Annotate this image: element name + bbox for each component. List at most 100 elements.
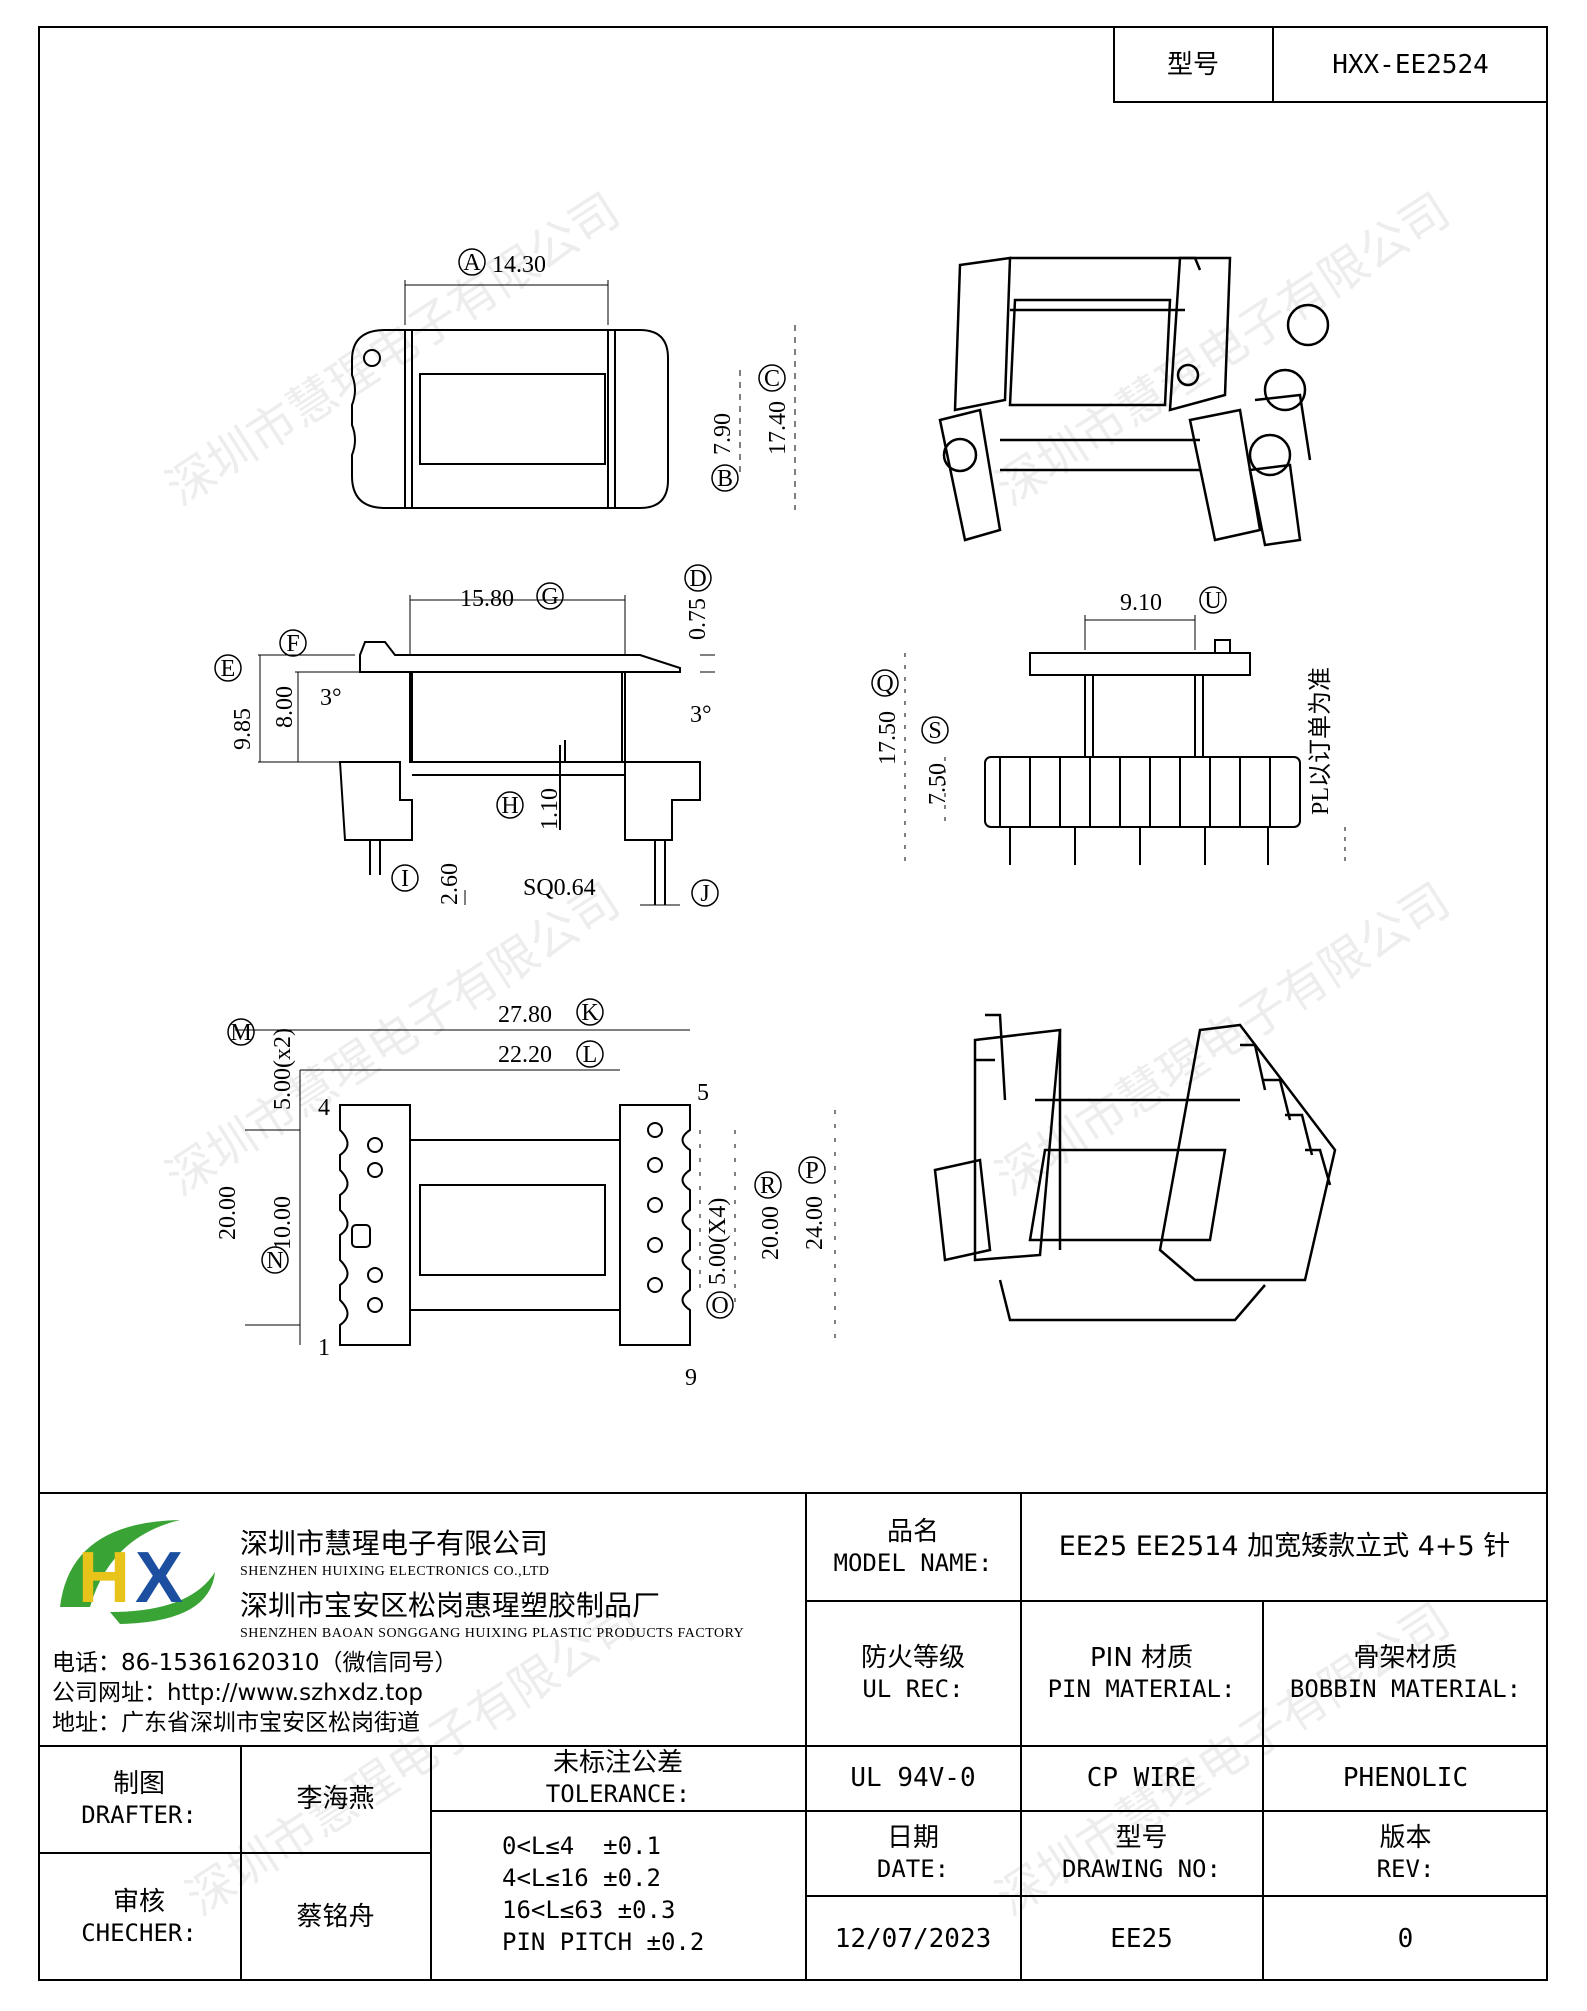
date-cn: 日期 (886, 1823, 939, 1853)
pin-material-value: CP WIRE (1086, 1763, 1197, 1793)
drawing-frame (38, 26, 1548, 1981)
company-name-en: SHENZHEN HUIXING ELECTRONICS CO.,LTD (240, 1564, 550, 1579)
drafter-cn: 制图 (112, 1769, 165, 1799)
grid-h-1600 (805, 1600, 1548, 1602)
model-name-value: EE25 EE2514 加宽矮款立式 4+5 针 (1058, 1530, 1511, 1562)
type-header-box (1113, 26, 1548, 103)
model-name-en: MODEL NAME: (833, 1548, 993, 1577)
tolerance-list: 0<L≤4 ±0.1 4<L≤16 ±0.2 16<L≤63 ±0.3 PIN … (502, 1830, 704, 1958)
type-label: 型号 (1166, 49, 1219, 80)
company-address: 地址：广东省深圳市宝安区松岗街道 (52, 1710, 420, 1736)
drafter-header: 制图 DRAFTER: (38, 1746, 240, 1852)
grid-v-1020 (1020, 1492, 1022, 1981)
tolerance-line: 0<L≤4 ±0.1 (502, 1832, 661, 1860)
company-phone: 电话：86-15361620310（微信同号） (52, 1650, 458, 1676)
end-view-note: PL以订单为准 (1307, 667, 1334, 815)
rev-cn: 版本 (1379, 1823, 1432, 1853)
label-k: K (581, 1000, 599, 1026)
dim-m: 5.00(x2) (270, 1028, 296, 1110)
tolerance-line: PIN PITCH ±0.2 (502, 1928, 705, 1956)
dim-s: 7.50 (925, 763, 951, 805)
type-header-divider (1272, 26, 1274, 103)
tolerance-header: 未标注公差 TOLERANCE: (431, 1746, 805, 1810)
dim-l: 22.20 (498, 1042, 552, 1068)
technical-drawing: A 14.30 7.90 B 17.40 C D 0.75 15.80 G E … (214, 248, 1346, 1391)
label-l: L (583, 1042, 598, 1068)
dim-h: 1.10 (537, 788, 563, 830)
grid-v-430 (430, 1745, 432, 1981)
grid-v-805 (805, 1492, 807, 1981)
dim-p: 24.00 (802, 1196, 828, 1250)
logo-letter-x: X (135, 1538, 183, 1618)
dim-d: 0.75 (685, 598, 711, 640)
label-j: J (700, 881, 709, 907)
date-en: DATE: (876, 1855, 950, 1883)
tolerance-line: 16<L≤63 ±0.3 (502, 1896, 676, 1924)
company-name-cn: 深圳市慧瑆电子有限公司 (240, 1527, 549, 1560)
label-s: S (928, 718, 941, 744)
model-name-header: 品名 MODEL NAME: (806, 1493, 1020, 1600)
dim-a: 14.30 (492, 252, 546, 278)
dim-q: 17.50 (875, 711, 901, 765)
pin-material-en: PIN MATERIAL: (1047, 1675, 1236, 1703)
bobbin-material-header: 骨架材质 BOBBIN MATERIAL: (1263, 1601, 1548, 1745)
grid-v-240 (240, 1745, 242, 1981)
dim-c: 17.40 (765, 401, 791, 455)
date-header: 日期 DATE: (806, 1811, 1020, 1895)
grid-h-1895 (805, 1895, 1548, 1897)
dim-j: SQ0.64 (523, 875, 596, 901)
pin-1: 1 (318, 1335, 330, 1361)
ul-cn: 防火等级 (860, 1643, 965, 1673)
label-m: M (230, 1020, 251, 1046)
factory-name-cn: 深圳市宝安区松岗惠瑆塑胶制品厂 (240, 1589, 661, 1622)
bobbin-material-en: BOBBIN MATERIAL: (1289, 1675, 1522, 1703)
dim-u: 9.10 (1120, 590, 1162, 616)
label-e: E (221, 656, 236, 682)
bottom-view-dims: 27.80 K 22.20 L M 5.00(x2) 20.00 10.00 N… (215, 998, 828, 1391)
label-u: U (1204, 588, 1221, 614)
label-g: G (541, 584, 558, 610)
pin-material-cn: PIN 材质 (1089, 1643, 1194, 1673)
dim-i: 2.60 (437, 863, 463, 905)
dim-b: 7.90 (710, 413, 736, 455)
grid-h-1745 (38, 1745, 1548, 1747)
checker-name: 蔡铭舟 (296, 1902, 375, 1932)
checker-en: CHECHER: (81, 1919, 197, 1947)
side-view-dims: D 0.75 15.80 G E F 9.85 8.00 3° 3° H 1.1… (214, 564, 719, 907)
checker-header: 审核 CHECHER: (38, 1853, 240, 1981)
bobbin-material-cn: 骨架材质 (1353, 1643, 1458, 1673)
dim-20-left: 20.00 (215, 1186, 241, 1240)
ul-en: UL REC: (862, 1675, 964, 1703)
company-website: 公司网址：http://www.szhxdz.top (52, 1680, 424, 1706)
factory-name-en: SHENZHEN BAOAN SONGGANG HUIXING PLASTIC … (240, 1626, 745, 1641)
pin-5: 5 (697, 1080, 709, 1106)
type-value: HXX-EE2524 (1332, 49, 1489, 80)
ul-header: 防火等级 UL REC: (806, 1601, 1020, 1745)
dim-e: 9.85 (230, 708, 256, 750)
drawing-no-value: EE25 (1110, 1923, 1173, 1954)
end-view-dims: 9.10 U Q 17.50 S 7.50 PL以订单为准 (871, 586, 1334, 815)
rev-header: 版本 REV: (1263, 1811, 1548, 1895)
drawing-no-en: DRAWING NO: (1062, 1855, 1221, 1883)
drafter-name: 李海燕 (296, 1784, 375, 1814)
iso-view-top (938, 256, 1330, 547)
bobbin-material-value: PHENOLIC (1342, 1763, 1469, 1793)
grid-h-1852 (38, 1852, 430, 1854)
angle-left: 3° (320, 685, 342, 711)
drawing-no-header: 型号 DRAWING NO: (1021, 1811, 1262, 1895)
pin-material-header: PIN 材质 PIN MATERIAL: (1021, 1601, 1262, 1745)
label-n: N (266, 1248, 283, 1274)
checker-cn: 审核 (112, 1887, 165, 1917)
tolerance-line: 4<L≤16 ±0.2 (502, 1864, 661, 1892)
grid-v-1262 (1262, 1600, 1264, 1981)
label-d: D (689, 566, 706, 592)
label-r: R (760, 1173, 776, 1199)
ul-value: UL 94V-0 (850, 1763, 976, 1793)
dim-n: 10.00 (270, 1196, 296, 1250)
tolerance-cn: 未标注公差 (552, 1748, 683, 1778)
dim-g: 15.80 (460, 586, 514, 612)
dim-o: 5.00(X4) (705, 1198, 731, 1285)
drawing-no-cn: 型号 (1115, 1823, 1168, 1853)
pin-9: 9 (685, 1365, 697, 1391)
rev-value: 0 (1397, 1923, 1414, 1954)
